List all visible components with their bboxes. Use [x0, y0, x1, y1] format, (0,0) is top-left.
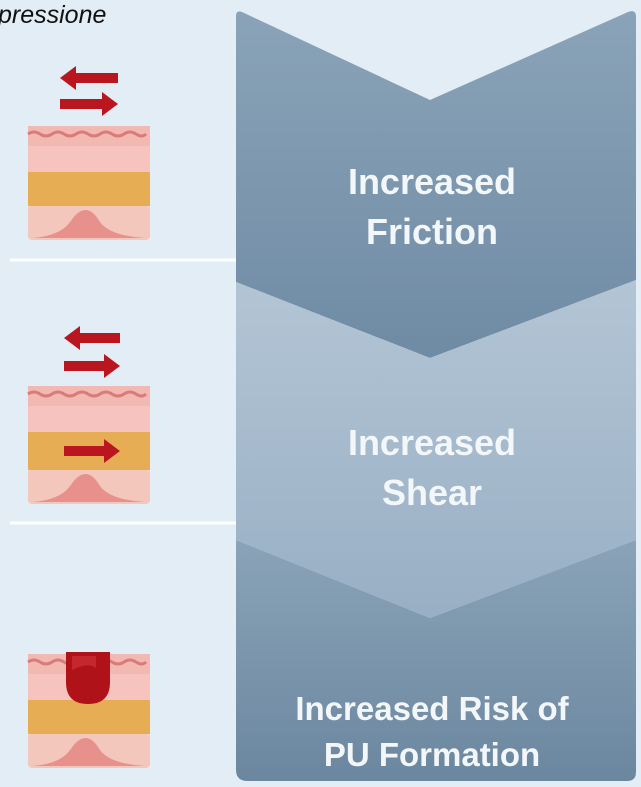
skin-pressure-ulcer-icon: [27, 652, 150, 768]
skin-friction-icon: [27, 66, 150, 240]
step-3-line-1: Increased Risk of: [295, 690, 569, 727]
chevron-step-3: [236, 540, 636, 781]
step-3-line-2: PU Formation: [324, 736, 540, 773]
step-2-line-1: Increased: [348, 422, 516, 463]
page-title: pressione: [0, 1, 107, 29]
step-2-line-2: Shear: [382, 472, 482, 513]
chevron-step-1: [236, 11, 636, 358]
step-1-line-2: Friction: [366, 211, 498, 252]
step-1-line-1: Increased: [348, 161, 516, 202]
skin-shear-icon: [27, 326, 150, 504]
chevron-step-2: [236, 280, 636, 618]
